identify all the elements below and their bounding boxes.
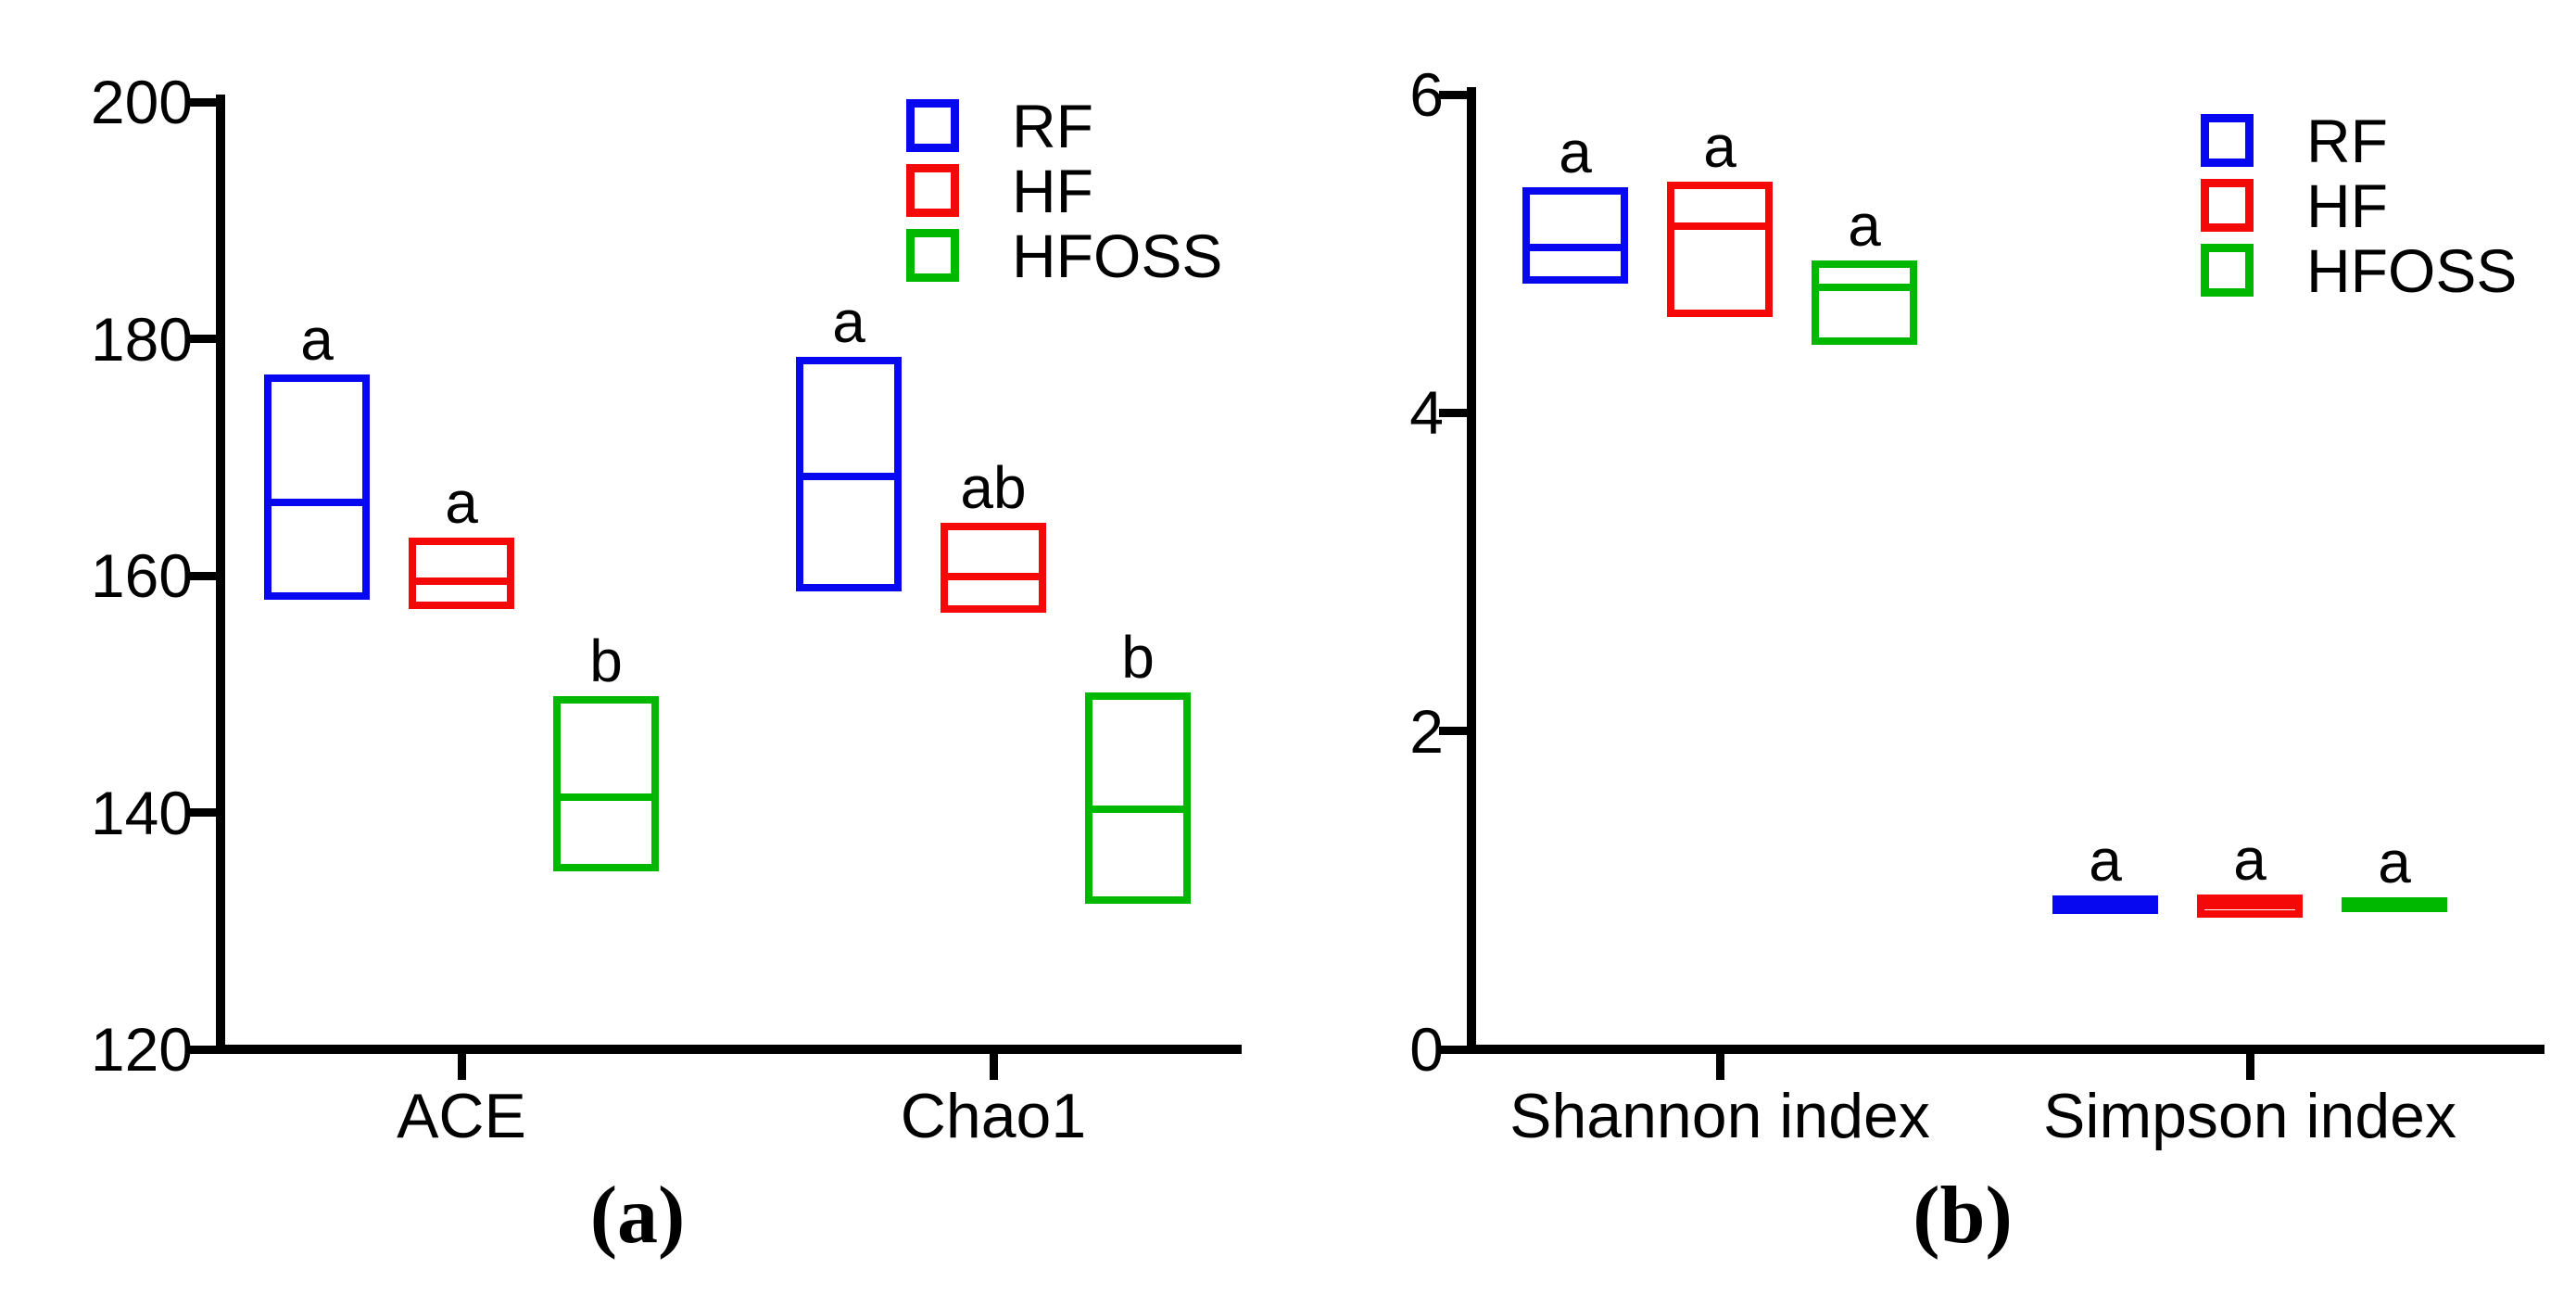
y-tick-label: 4 bbox=[1409, 378, 1444, 448]
significance-letter: b bbox=[589, 628, 623, 695]
y-tick bbox=[1439, 90, 1476, 99]
median-HFOSS-1 bbox=[1085, 805, 1191, 813]
x-axis-line bbox=[1467, 1045, 2544, 1054]
y-tick bbox=[188, 335, 225, 343]
y-tick-label: 140 bbox=[90, 778, 193, 847]
panel-caption: (b) bbox=[1913, 1171, 2013, 1261]
median-HFOSS-0 bbox=[1812, 283, 1917, 291]
y-tick bbox=[188, 1045, 225, 1054]
box-RF-0 bbox=[1522, 186, 1628, 285]
y-tick-label: 120 bbox=[90, 1015, 193, 1084]
significance-letter: ab bbox=[960, 453, 1027, 521]
y-tick-label: 2 bbox=[1409, 696, 1444, 766]
category-label: Chao1 bbox=[900, 1081, 1087, 1151]
y-tick bbox=[1439, 727, 1476, 736]
y-axis-line bbox=[1467, 87, 1476, 1054]
legend-label-HFOSS: HFOSS bbox=[2306, 236, 2518, 305]
median-HF-1 bbox=[2197, 901, 2303, 909]
median-HF-0 bbox=[1667, 222, 1773, 231]
legend-swatch-HFOSS bbox=[2201, 244, 2254, 297]
median-RF-1 bbox=[796, 472, 902, 480]
significance-letter: a bbox=[1848, 191, 1881, 259]
median-HF-0 bbox=[409, 577, 514, 586]
box-RF-0 bbox=[264, 374, 370, 600]
significance-letter: a bbox=[1703, 113, 1736, 181]
y-tick-label: 6 bbox=[1409, 60, 1444, 129]
median-RF-0 bbox=[264, 498, 370, 506]
y-tick-label: 0 bbox=[1409, 1015, 1444, 1084]
median-HF-1 bbox=[941, 573, 1046, 581]
legend-label-RF: RF bbox=[2306, 107, 2388, 175]
y-tick bbox=[188, 97, 225, 107]
category-label: Simpson index bbox=[2042, 1081, 2457, 1151]
box-HF-1 bbox=[941, 522, 1046, 613]
legend-swatch-RF bbox=[906, 99, 959, 152]
y-tick-label: 160 bbox=[90, 541, 193, 610]
significance-letter: a bbox=[300, 305, 334, 373]
legend-label-HF: HF bbox=[2306, 171, 2388, 240]
legend-label-HF: HF bbox=[1012, 157, 1093, 225]
y-tick-label: 180 bbox=[90, 304, 193, 374]
y-tick bbox=[188, 571, 225, 580]
x-axis-line bbox=[216, 1045, 1242, 1054]
x-tick bbox=[989, 1054, 998, 1080]
legend-label-HFOSS: HFOSS bbox=[1012, 222, 1223, 290]
significance-letter: a bbox=[832, 287, 865, 355]
significance-letter: a bbox=[1559, 118, 1592, 185]
legend-swatch-RF bbox=[2201, 114, 2254, 167]
category-label: Shannon index bbox=[1509, 1081, 1930, 1151]
legend-swatch-HF bbox=[2201, 179, 2254, 232]
box-HFOSS-0 bbox=[553, 696, 659, 872]
box-HF-0 bbox=[409, 538, 514, 609]
significance-letter: a bbox=[2089, 827, 2122, 895]
legend-swatch-HF bbox=[906, 164, 959, 217]
y-tick bbox=[1439, 408, 1476, 417]
box-HFOSS-1 bbox=[1085, 692, 1191, 904]
y-tick bbox=[188, 808, 225, 817]
significance-letter: b bbox=[1121, 624, 1155, 692]
x-tick bbox=[1715, 1054, 1724, 1080]
x-tick bbox=[457, 1054, 466, 1080]
category-label: ACE bbox=[397, 1081, 526, 1151]
box-HFOSS-0 bbox=[1812, 260, 1917, 345]
median-RF-1 bbox=[2052, 900, 2158, 908]
legend-swatch-HFOSS bbox=[906, 229, 959, 282]
median-HFOSS-1 bbox=[2342, 900, 2447, 908]
significance-letter: a bbox=[2233, 825, 2267, 893]
significance-letter: a bbox=[445, 469, 478, 537]
panel-caption: (a) bbox=[589, 1171, 686, 1261]
x-tick bbox=[2245, 1054, 2254, 1080]
y-tick bbox=[1439, 1045, 1476, 1054]
median-HFOSS-0 bbox=[553, 793, 659, 801]
box-HF-0 bbox=[1667, 182, 1773, 318]
y-tick-label: 200 bbox=[90, 68, 193, 136]
significance-letter: a bbox=[2378, 829, 2411, 896]
median-RF-0 bbox=[1522, 243, 1628, 251]
legend-label-RF: RF bbox=[1012, 92, 1093, 160]
